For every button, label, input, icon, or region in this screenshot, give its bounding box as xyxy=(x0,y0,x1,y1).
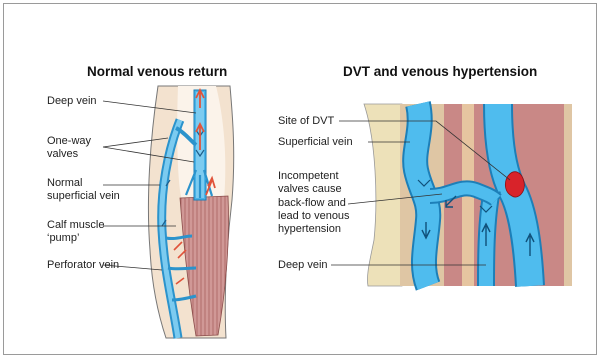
label-superficial-1: Normal xyxy=(47,177,82,190)
dvt-clot xyxy=(505,172,524,197)
label-incompetent-3: back-flow and xyxy=(278,197,346,210)
left-leg-illustration xyxy=(148,86,233,338)
label-one-way-valves-2: valves xyxy=(47,148,78,161)
label-superficial-vein: Superficial vein xyxy=(278,136,353,149)
skin-fat-layer xyxy=(364,104,402,286)
right-dvt-illustration xyxy=(364,104,572,286)
label-incompetent-2: valves cause xyxy=(278,183,342,196)
label-perforator-vein: Perforator vein xyxy=(47,259,119,272)
label-incompetent-5: hypertension xyxy=(278,223,341,236)
label-deep-vein: Deep vein xyxy=(47,95,97,108)
label-incompetent-4: lead to venous xyxy=(278,210,350,223)
label-deep-vein-dvt: Deep vein xyxy=(278,259,328,272)
label-superficial-2: superficial vein xyxy=(47,190,120,203)
label-calf-1: Calf muscle xyxy=(47,219,104,232)
label-one-way-valves-1: One-way xyxy=(47,135,91,148)
label-incompetent-1: Incompetent xyxy=(278,170,339,183)
label-calf-2: ‘pump’ xyxy=(47,232,79,245)
label-site-of-dvt: Site of DVT xyxy=(278,115,334,128)
